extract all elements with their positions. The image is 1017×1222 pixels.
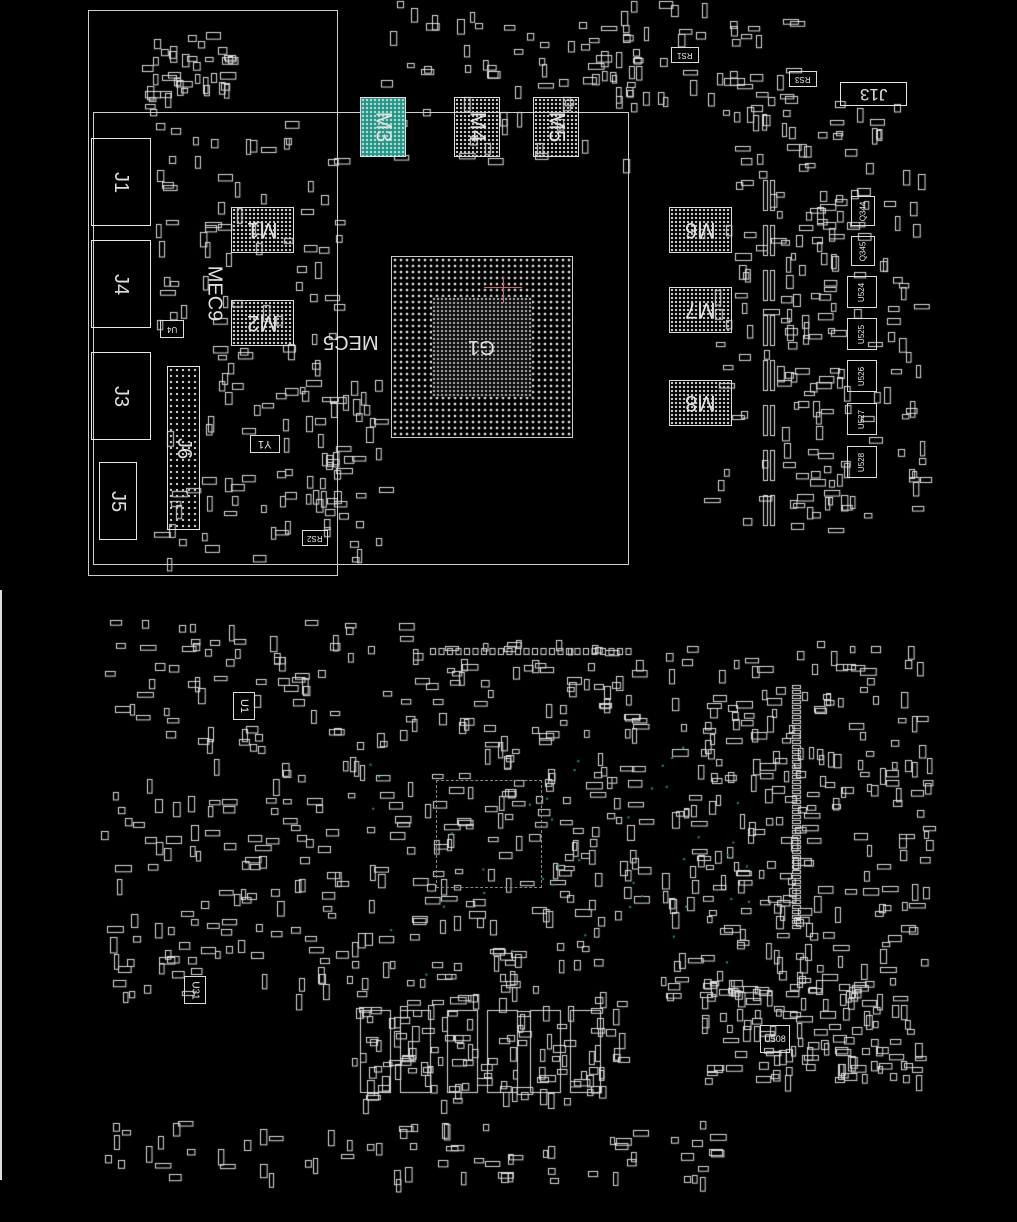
crystal-y1[interactable]: Y1	[250, 435, 280, 453]
gpu-core	[432, 297, 532, 397]
connector-j13[interactable]: J13	[840, 82, 907, 106]
ic-u4[interactable]: U4	[160, 320, 184, 338]
memory-m7[interactable]: M7	[669, 287, 732, 333]
connector-j5[interactable]: J5	[99, 462, 137, 540]
transistor-q345[interactable]: Q345	[851, 236, 875, 266]
gpu-g1[interactable]: G1	[391, 256, 573, 438]
connector-j6[interactable]: J6	[167, 366, 200, 530]
ic-u1[interactable]: U1	[233, 692, 255, 720]
ic-u525[interactable]: U525	[847, 318, 877, 350]
resistor-rs1[interactable]: RS1	[671, 47, 699, 63]
connector-j4[interactable]: J4	[91, 240, 151, 328]
resistor-rs2[interactable]: RS2	[302, 530, 328, 546]
ic-u524[interactable]: U524	[847, 276, 877, 308]
resistor-rs3[interactable]: RS3	[789, 71, 817, 87]
ic-u508[interactable]: U508	[760, 1025, 790, 1053]
cursor-crosshair-v	[503, 277, 504, 303]
board-edge	[0, 590, 2, 1180]
label-mec9: MEC9	[203, 265, 226, 322]
memory-m6[interactable]: M6	[669, 207, 732, 253]
transistor-q344[interactable]: Q344	[851, 196, 875, 226]
connector-j3[interactable]: J3	[91, 352, 151, 440]
gpu-footprint-bottom	[436, 780, 542, 888]
memory-m8[interactable]: M8	[669, 380, 732, 426]
memory-m1[interactable]: M1	[231, 207, 294, 253]
memory-m4[interactable]: M4	[454, 97, 500, 157]
memory-m3[interactable]: M3	[360, 97, 406, 157]
ic-u31[interactable]: U31	[184, 976, 206, 1004]
memory-m5[interactable]: M5	[533, 97, 579, 157]
label-mec5: MEC5	[323, 331, 379, 353]
ic-u527[interactable]: U527	[847, 403, 877, 435]
connector-j1[interactable]: J1	[91, 138, 151, 226]
ic-u528[interactable]: U528	[847, 446, 877, 478]
board-outline-mec9	[88, 10, 338, 576]
memory-m2[interactable]: M2	[231, 300, 294, 346]
ic-u526[interactable]: U526	[847, 360, 877, 392]
